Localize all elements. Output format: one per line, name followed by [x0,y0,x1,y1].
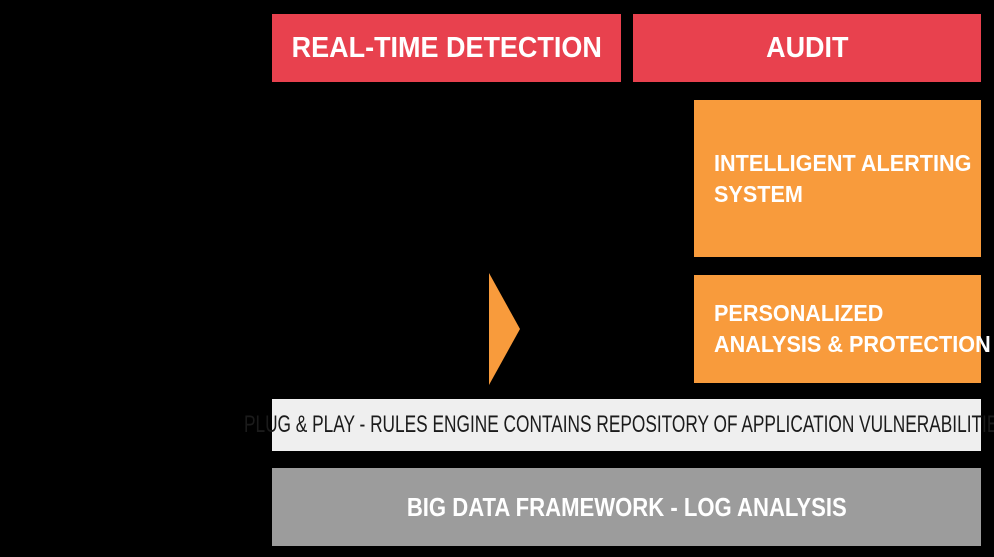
header-real-time-detection-label: REAL-TIME DETECTION [291,31,602,64]
card-intelligent-alerting-line-2: SYSTEM [714,180,803,207]
card-personalized-line-1: PERSONALIZED [714,300,884,326]
bar-big-data-framework: BIG DATA FRAMEWORK - LOG ANALYSIS [272,468,981,546]
right-arrow-icon [489,273,520,385]
bar-plug-and-play-rules-engine: PLUG & PLAY - RULES ENGINE CONTAINS REPO… [244,399,994,451]
header-real-time-detection: REAL-TIME DETECTION [272,14,621,82]
card-intelligent-alerting-system: INTELLIGENT ALERTING SYSTEM [694,100,981,257]
card-intelligent-alerting-line-1: INTELLIGENT ALERTING [714,149,972,176]
card-personalized-analysis-protection: PERSONALIZED ANALYSIS & PROTECTION [694,275,991,383]
card-personalized-line-2: ANALYSIS & PROTECTION [714,331,991,357]
header-audit: AUDIT [633,14,981,82]
bar-big-data-framework-label: BIG DATA FRAMEWORK - LOG ANALYSIS [406,491,847,522]
header-audit-label: AUDIT [765,31,849,64]
bar-plug-and-play-label: PLUG & PLAY - RULES ENGINE CONTAINS REPO… [243,411,994,438]
